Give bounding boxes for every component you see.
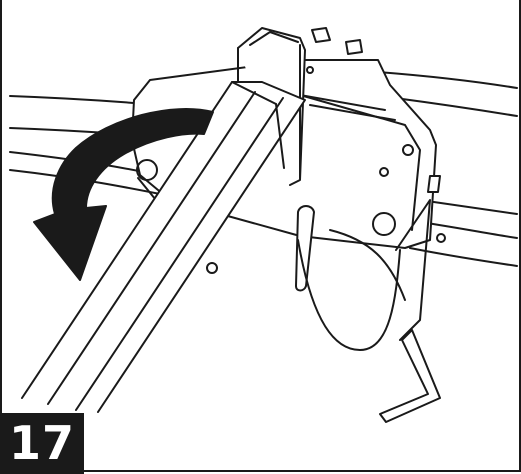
step-number-badge: 17 [0, 413, 84, 474]
clevis-pin [295, 205, 406, 351]
rotation-arrow-icon [33, 108, 214, 281]
square-tube-leg [21, 81, 306, 413]
latch-plate [395, 175, 441, 341]
allen-wrench [379, 329, 441, 423]
bracket-bolts [311, 27, 363, 55]
